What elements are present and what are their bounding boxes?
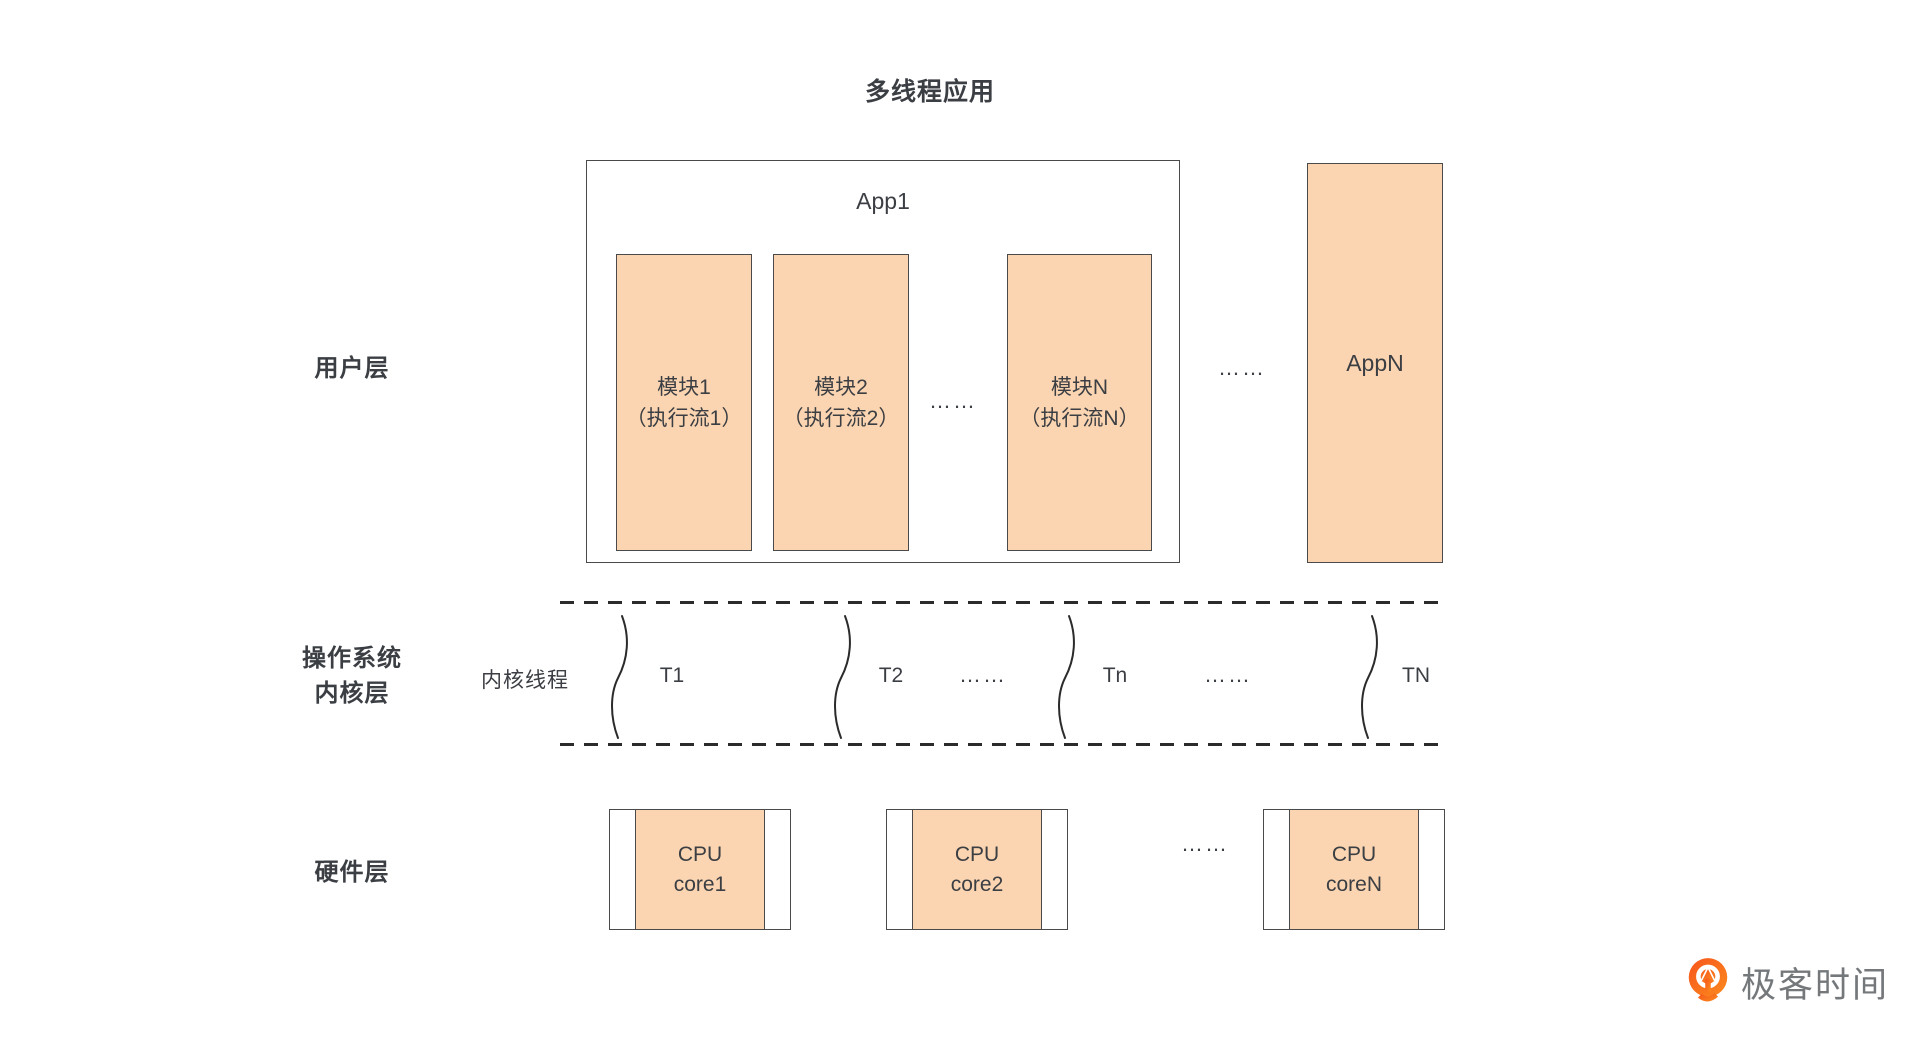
- appn-label: AppN: [1346, 349, 1404, 376]
- kernel-layer-label-line1: 操作系统: [302, 645, 402, 672]
- thread-wavy-line-icon: [1361, 615, 1378, 739]
- cpu-core2-line1: CPU: [954, 842, 1000, 866]
- module-n-flow: （执行流N）: [1019, 406, 1140, 430]
- cpus-ellipsis: ……: [1181, 831, 1229, 856]
- thread-wavy-line-icon: [611, 615, 628, 739]
- cpu-core2-line2: core2: [950, 872, 1004, 896]
- kernel-threads-annotation: 内核线程: [481, 669, 569, 692]
- module-1-flow: （执行流1）: [625, 406, 743, 430]
- kernel-layer-top-boundary: [560, 601, 1448, 604]
- module-1-box: 模块1 （执行流1）: [616, 254, 752, 551]
- thread-wavy-line-icon: [834, 615, 851, 739]
- kernel-layer-bottom-boundary: [560, 743, 1448, 746]
- module-n-box: 模块N （执行流N）: [1007, 254, 1152, 551]
- app1-label: App1: [856, 188, 910, 214]
- cpu-core1-line2: core1: [673, 872, 727, 896]
- geektime-logo-icon: [1688, 958, 1728, 1002]
- cpu-core2-box: CPU core2: [886, 809, 1068, 930]
- cpu-core1-box: CPU core1: [609, 809, 791, 930]
- module-2-box: 模块2 （执行流2）: [773, 254, 909, 551]
- hardware-layer-label: 硬件层: [314, 859, 390, 886]
- cpu-core1-line1: CPU: [677, 842, 723, 866]
- geektime-logo-text: 极客时间: [1741, 965, 1890, 1005]
- module-2-flow: （执行流2）: [782, 406, 900, 430]
- thread-label-t1: T1: [659, 664, 685, 687]
- appn-box: AppN: [1307, 163, 1443, 563]
- diagram-title: 多线程应用: [864, 78, 995, 106]
- cpu-coren-chip: CPU coreN: [1289, 810, 1419, 929]
- module-1-name: 模块1: [657, 375, 711, 399]
- thread-label-t2: T2: [878, 664, 904, 687]
- module-2-name: 模块2: [814, 375, 868, 399]
- cpu-coren-line2: coreN: [1325, 872, 1383, 896]
- cpu-coren-line1: CPU: [1331, 842, 1377, 866]
- threads-ellipsis-1: ……: [959, 662, 1007, 687]
- thread-label-tn: Tn: [1102, 664, 1128, 687]
- module-n-name: 模块N: [1050, 375, 1109, 399]
- kernel-layer-label: 操作系统 内核层: [252, 641, 452, 711]
- thread-label-tN: TN: [1402, 664, 1430, 687]
- cpu-coren-box: CPU coreN: [1263, 809, 1445, 930]
- cpu-core1-chip: CPU core1: [635, 810, 765, 929]
- user-layer-label: 用户层: [314, 355, 390, 382]
- thread-wavy-line-icon: [1058, 615, 1075, 739]
- modules-ellipsis: ……: [929, 388, 977, 413]
- geektime-brand: 极客时间: [1686, 956, 1889, 1008]
- apps-ellipsis: ……: [1218, 355, 1266, 380]
- kernel-layer-label-line2: 内核层: [314, 680, 390, 707]
- cpu-core2-chip: CPU core2: [912, 810, 1042, 929]
- threads-ellipsis-2: ……: [1204, 662, 1252, 687]
